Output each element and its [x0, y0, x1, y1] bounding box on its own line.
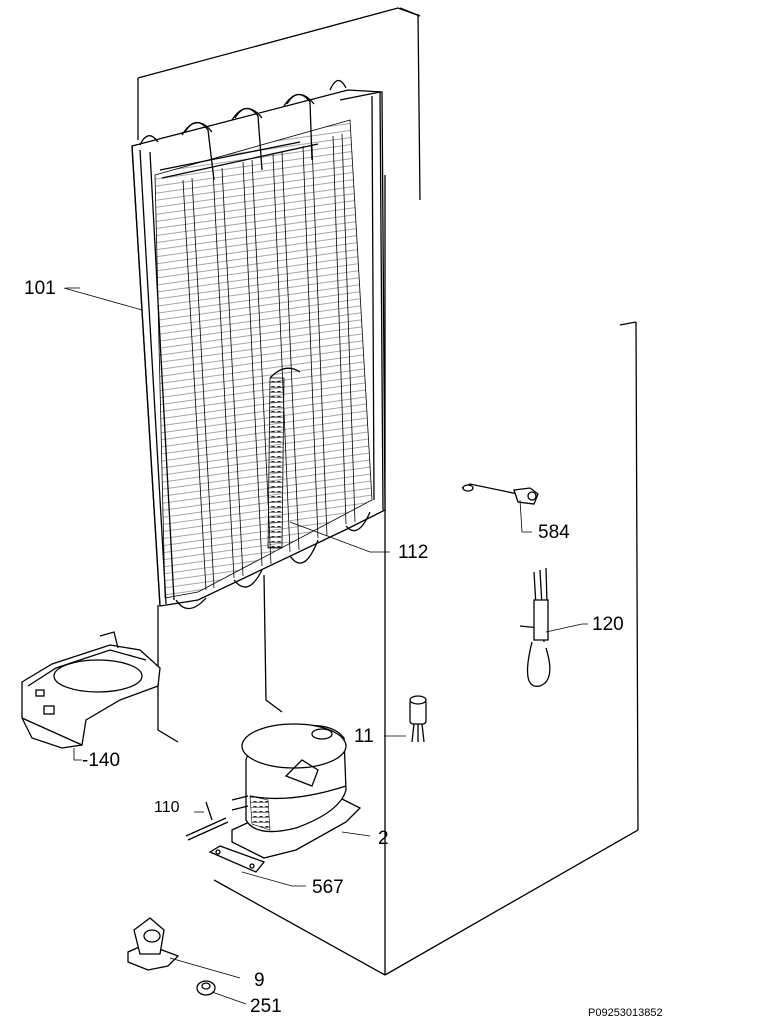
compressor: [231, 723, 362, 859]
label-11: 11: [354, 726, 374, 747]
wiring-harness: [519, 567, 551, 687]
mounting-plate: [208, 845, 266, 873]
label-112: 112: [398, 542, 428, 563]
label-9: 9: [254, 970, 265, 991]
clamp: [127, 917, 180, 971]
drip-tray: [21, 631, 161, 749]
label-140: -140: [82, 750, 120, 771]
starter-relay: [409, 695, 427, 743]
label-2: 2: [378, 828, 389, 849]
thermal-fuse: [461, 483, 539, 505]
label-110: 110: [154, 799, 180, 816]
process-tube: [185, 801, 229, 841]
cabinet-outline: [137, 7, 639, 976]
label-567: 567: [312, 877, 344, 898]
label-101: 101: [24, 278, 56, 299]
condenser: [131, 79, 386, 743]
label-120: 120: [592, 614, 624, 635]
drawing-code: P09253013852: [588, 1007, 663, 1019]
label-584: 584: [538, 522, 570, 543]
grommet: [196, 980, 216, 996]
label-251: 251: [250, 996, 282, 1017]
leader-lines: [63, 287, 588, 1005]
